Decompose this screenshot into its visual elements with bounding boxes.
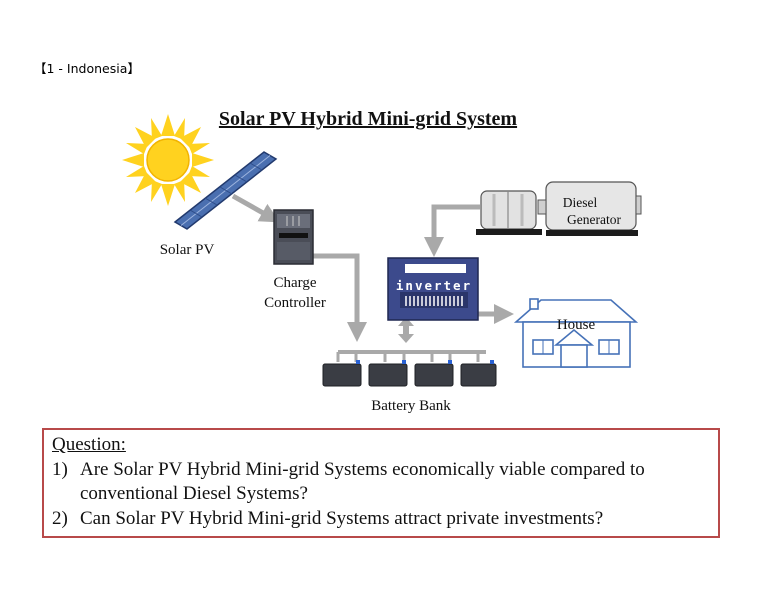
battery-bank-icon	[322, 350, 497, 387]
charge-controller-label-line2: Controller	[264, 295, 326, 311]
slide-label: 【1 - Indonesia】	[34, 61, 140, 76]
diagram-title: Solar PV Hybrid Mini-grid System	[218, 108, 518, 130]
diesel-generator-label-line2: Generator	[567, 212, 621, 227]
solar-panel-icon	[173, 151, 278, 230]
inverter-label: inverter	[396, 278, 472, 293]
question-text: Are Solar PV Hybrid Mini-grid Systems ec…	[80, 458, 645, 505]
question-heading: Question:	[52, 434, 126, 455]
diesel-generator-label-line1: Diesel	[562, 195, 598, 210]
charge-controller-icon	[273, 209, 314, 265]
question-item: 1) Are Solar PV Hybrid Mini-grid Systems…	[52, 458, 710, 507]
question-text: Can Solar PV Hybrid Mini-grid Systems at…	[80, 507, 604, 529]
house-icon	[513, 298, 639, 368]
flow-arrows	[231, 193, 514, 342]
question-number: 2)	[52, 507, 68, 529]
question-number: 1)	[52, 458, 68, 480]
solar-pv-label: Solar PV	[159, 242, 215, 258]
charge-controller-label-line1: Charge	[273, 275, 317, 291]
battery-cell	[322, 363, 497, 387]
arrow-pv-to-controller	[231, 193, 280, 223]
house-label: House	[556, 317, 596, 333]
sun-icon	[122, 114, 214, 206]
arrow-controller-to-battery	[296, 253, 367, 342]
bidirectional-arrow	[398, 317, 414, 343]
question-item: 2) Can Solar PV Hybrid Mini-grid Systems…	[52, 507, 710, 532]
battery-bank-label: Battery Bank	[371, 398, 451, 414]
question-box: Question: 1) Are Solar PV Hybrid Mini-gr…	[42, 428, 720, 538]
inverter-icon: inverter	[387, 257, 479, 321]
arrow-generator-to-inverter	[424, 204, 480, 257]
diesel-generator-icon	[476, 181, 642, 236]
